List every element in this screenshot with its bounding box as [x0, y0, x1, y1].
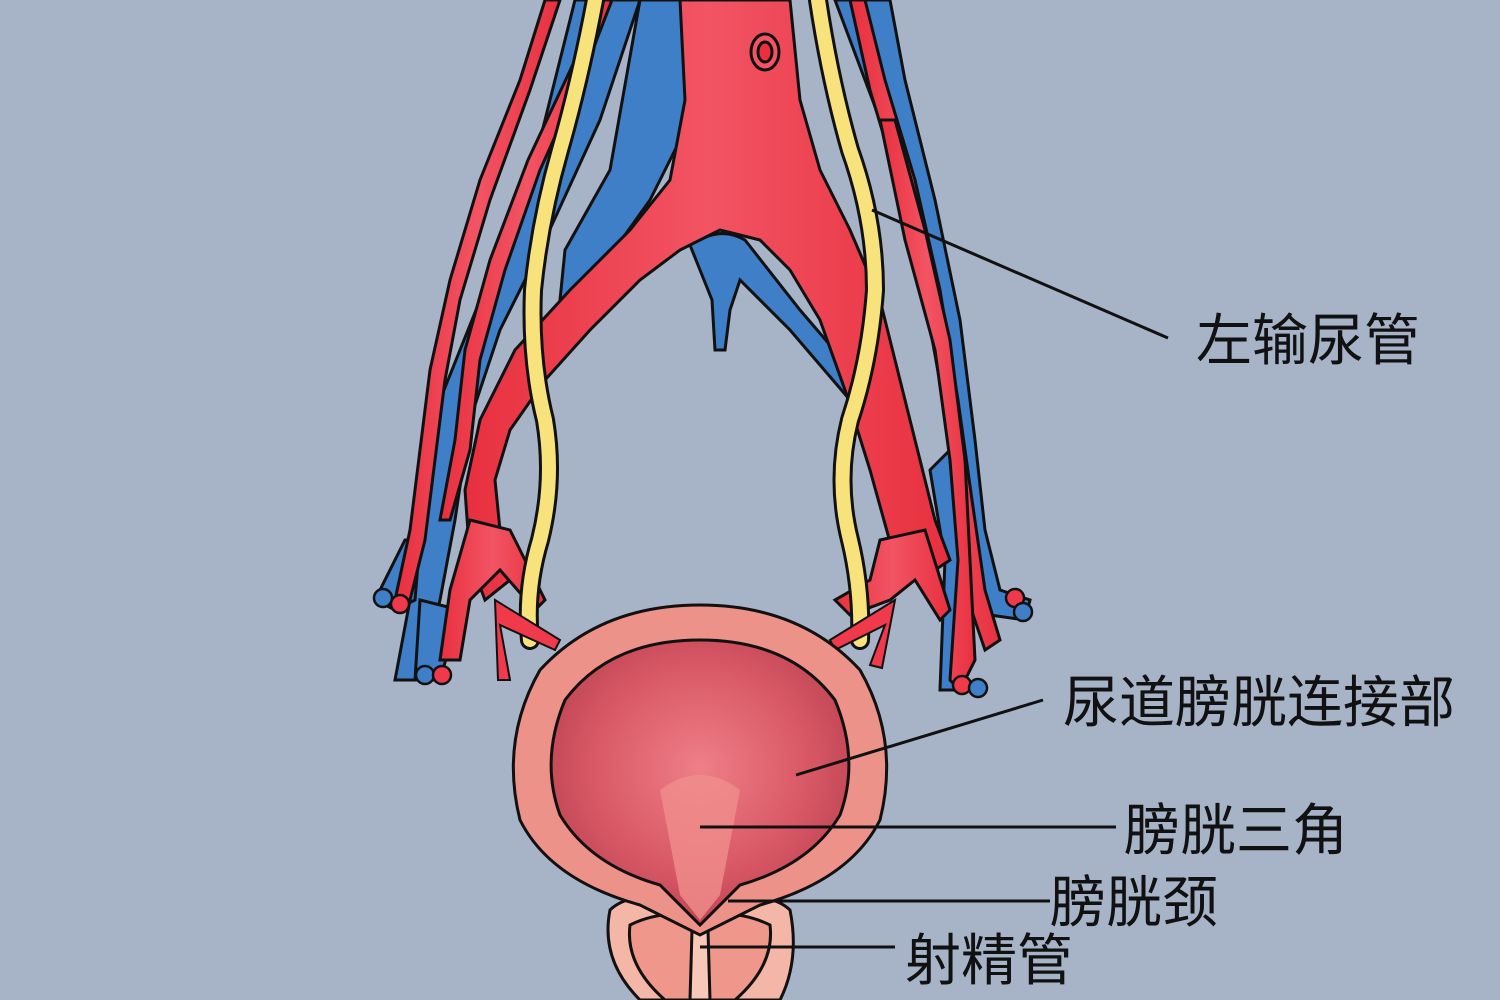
- vessel-end-1: [372, 587, 394, 609]
- leader-ureterovesical-junction: [795, 698, 1044, 777]
- leader-left-ureter: [871, 208, 1169, 340]
- vessel-end-8: [967, 677, 989, 699]
- urethra: [688, 928, 712, 1000]
- labels: 左输尿管 尿道膀胱连接部 膀胱三角 膀胱颈 射精管: [905, 309, 1455, 994]
- vesical-vessels: [493, 597, 897, 681]
- vessel-end-4: [431, 664, 453, 686]
- ureters: [518, 0, 886, 650]
- arteries: [393, 0, 1002, 693]
- left-vesical-artery: [493, 598, 562, 681]
- right-artery-strand-2: [878, 118, 977, 693]
- vessel-end-6: [1012, 601, 1034, 623]
- label-bladder-neck: 膀胱颈: [1050, 871, 1218, 936]
- left-external-artery: [393, 0, 562, 602]
- label-ureterovesical-junction: 尿道膀胱连接部: [1063, 671, 1455, 736]
- vessel-end-3: [414, 664, 436, 686]
- small-vessel-lumen: [756, 40, 774, 64]
- vessel-ends: [372, 587, 1034, 699]
- vessel-end-2: [389, 593, 411, 615]
- leader-lines: [700, 208, 1169, 949]
- right-vesical-artery: [828, 597, 897, 670]
- bladder: [511, 603, 889, 937]
- trigone-area: [660, 775, 740, 920]
- label-trigone: 膀胱三角: [1124, 799, 1348, 864]
- label-ejaculatory-duct: 射精管: [905, 929, 1073, 994]
- left-ureter-fill: [811, 0, 883, 647]
- right-ureter-fill: [521, 0, 602, 647]
- label-left-ureter: 左输尿管: [1196, 309, 1420, 374]
